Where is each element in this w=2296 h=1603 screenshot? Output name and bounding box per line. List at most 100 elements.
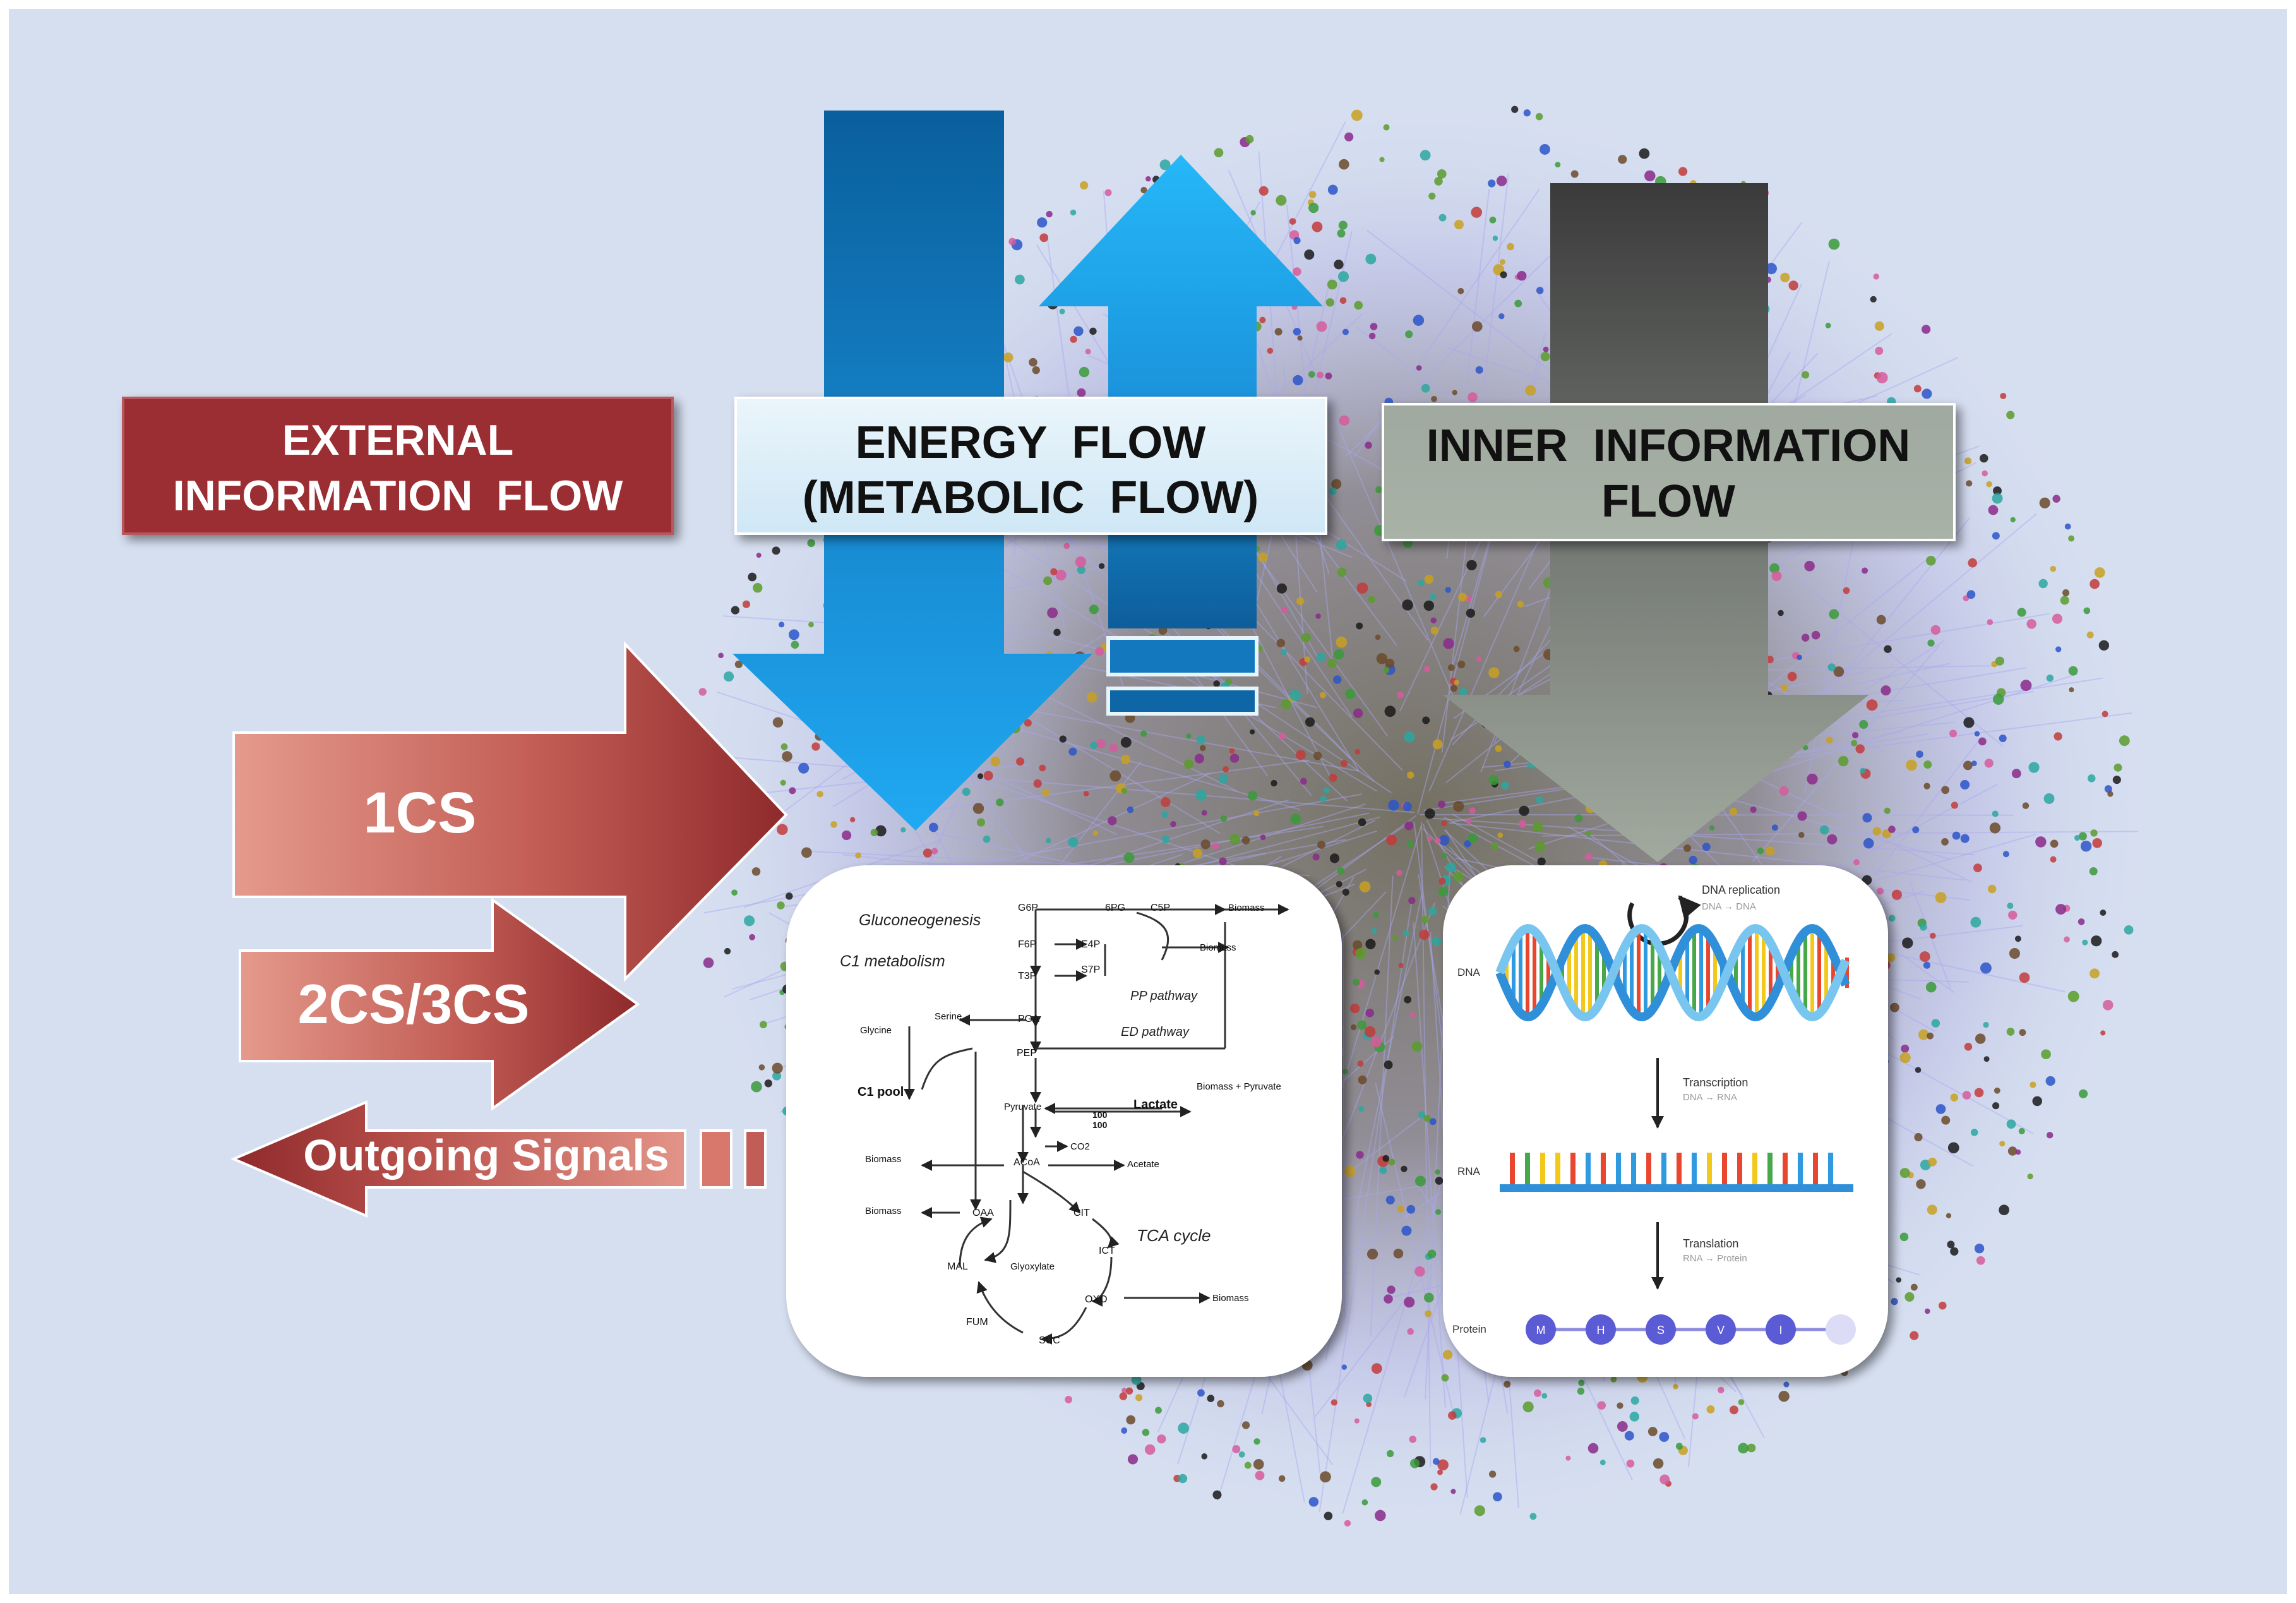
network-node (1435, 1177, 1444, 1185)
metabolite-pyruvate: Pyruvate (1004, 1102, 1041, 1112)
network-node (811, 742, 820, 751)
network-node (977, 773, 984, 779)
network-node (1220, 815, 1227, 822)
network-node (1427, 1249, 1437, 1259)
metabolite-biomass-pyruvate: Biomass + Pyruvate (1197, 1081, 1281, 1092)
network-node (1414, 1175, 1426, 1187)
network-node (1866, 699, 1878, 711)
network-node (1430, 1483, 1438, 1491)
network-node (1365, 253, 1377, 265)
network-node (1984, 759, 1994, 768)
network-node (1354, 301, 1363, 310)
network-node (1927, 639, 1935, 647)
network-node (1914, 1132, 1923, 1142)
network-node (1068, 837, 1079, 848)
network-node (1197, 1389, 1205, 1397)
network-node (1488, 179, 1496, 188)
network-node (1555, 162, 1561, 168)
network-node (753, 582, 763, 593)
network-node (1517, 601, 1524, 608)
network-node (1826, 736, 1833, 744)
network-node (1730, 807, 1738, 816)
network-node (1980, 453, 1988, 463)
network-node (1357, 1020, 1367, 1030)
network-node (1891, 889, 1902, 900)
network-node (1401, 1165, 1408, 1172)
network-node (2114, 763, 2122, 772)
network-node (1376, 653, 1388, 664)
network-node (1780, 272, 1790, 282)
network-node (1888, 915, 1896, 922)
network-node (1423, 1115, 1431, 1122)
network-node (2064, 523, 2071, 530)
network-node (1504, 1381, 1511, 1388)
network-node (1966, 480, 1973, 487)
network-node (2019, 1029, 2026, 1036)
network-node (1096, 738, 1106, 748)
inner-information-flow-box (1382, 403, 1956, 541)
network-node (801, 847, 812, 858)
network-node (1880, 685, 1891, 696)
network-node (1438, 877, 1446, 885)
ed-pathway-label: ED pathway (1121, 1025, 1190, 1039)
network-node (1781, 684, 1788, 692)
network-node (1325, 298, 1334, 307)
network-node (1039, 764, 1046, 772)
network-node (1079, 366, 1090, 378)
network-node (2026, 619, 2036, 629)
network-node (1241, 1421, 1250, 1429)
network-node (1342, 889, 1349, 896)
network-node (1313, 752, 1322, 760)
network-node (1488, 775, 1499, 786)
network-node (1387, 1285, 1396, 1294)
network-node (1852, 731, 1859, 739)
network-edge (1751, 541, 2004, 747)
network-node (1498, 313, 1505, 320)
network-node (1053, 628, 1061, 636)
network-node (1480, 1437, 1486, 1443)
network-node (1123, 852, 1135, 863)
network-node (1409, 1458, 1420, 1468)
network-node (1170, 821, 1176, 827)
network-node (1827, 834, 1838, 844)
dna-helix (1495, 923, 1850, 1022)
network-node (1980, 962, 1992, 974)
network-node (1610, 1376, 1617, 1383)
network-node (1618, 155, 1627, 164)
network-node (2046, 674, 2054, 682)
network-node (1518, 820, 1527, 828)
network-node (1797, 811, 1807, 821)
network-node (1994, 1087, 2000, 1094)
network-node (2022, 802, 2030, 809)
network-node (1989, 822, 2001, 834)
network-node (1382, 666, 1390, 673)
network-node (2074, 834, 2081, 841)
metabolite-biomass-tca: Biomass (1212, 1293, 1249, 1304)
network-node (2011, 769, 2021, 779)
network-node (1438, 213, 1447, 222)
network-node (1178, 1474, 1188, 1484)
network-node (1253, 810, 1260, 817)
network-node (1339, 159, 1349, 170)
network-node (1070, 209, 1077, 216)
network-node (789, 787, 796, 795)
network-node (1293, 267, 1301, 276)
energy-flow-line1: ENERGY FLOW (856, 417, 1206, 468)
network-node (1963, 760, 1973, 771)
network-node (1353, 708, 1363, 718)
network-node (1407, 1328, 1414, 1335)
network-node (1778, 609, 1784, 616)
network-node (976, 818, 985, 827)
network-node (1788, 280, 1798, 291)
network-node (1983, 1056, 1990, 1062)
network-node (780, 779, 786, 786)
network-node (1416, 365, 1422, 371)
network-node (1466, 608, 1476, 618)
network-node (1384, 705, 1396, 717)
lactate-flux-2: 100 (1092, 1120, 1108, 1130)
network-node (1370, 323, 1378, 330)
network-node (1371, 1477, 1382, 1487)
network-node (1617, 1402, 1623, 1409)
network-node (1085, 349, 1091, 355)
network-node (1888, 826, 1896, 833)
